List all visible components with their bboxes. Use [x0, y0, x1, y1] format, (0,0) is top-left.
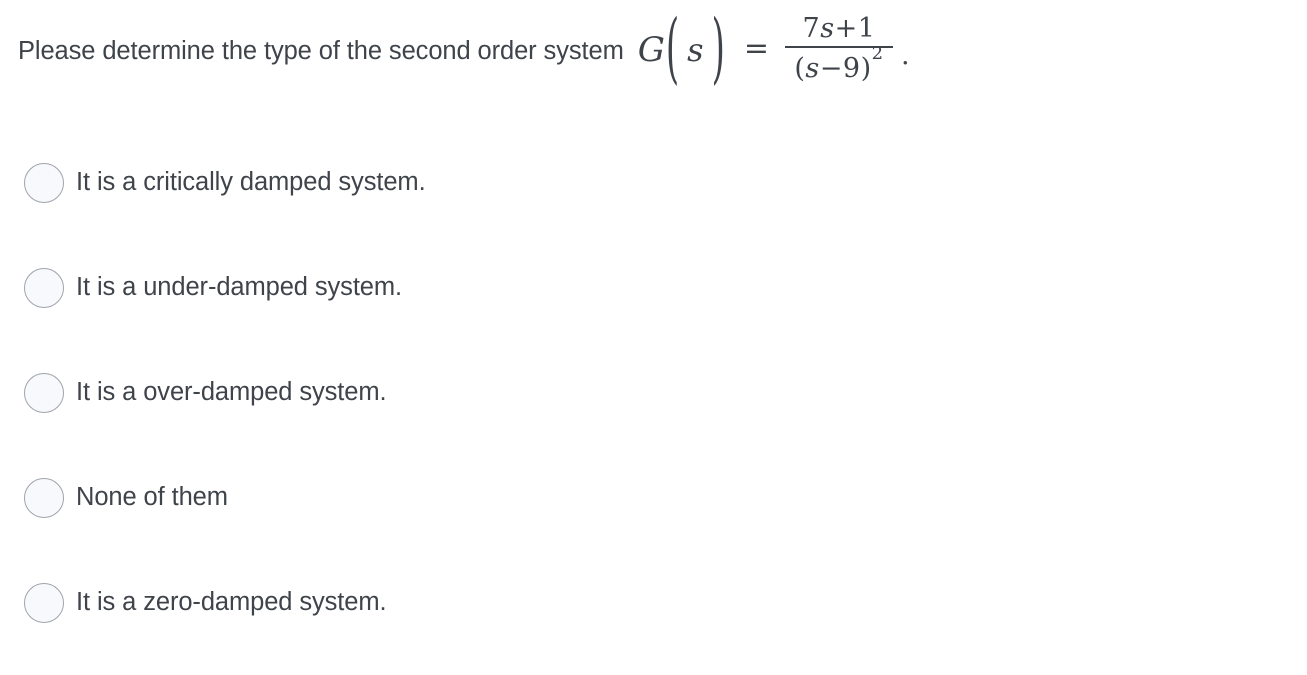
denominator-open-paren: ( — [794, 53, 806, 84]
question-block: Please determine the type of the second … — [18, 0, 1307, 110]
option-row-none-of-them[interactable]: None of them — [0, 445, 1307, 550]
option-row-under-damped[interactable]: It is a under-damped system. — [0, 235, 1307, 340]
formula-open-paren: ( — [665, 3, 680, 94]
formula-denominator: (s−9)2 — [788, 43, 889, 84]
formula-function-name: G — [637, 29, 665, 70]
numerator-plus: + — [834, 13, 858, 44]
answer-options-list: It is a critically damped system. It is … — [0, 130, 1307, 655]
formula-variable: s — [687, 30, 704, 69]
numerator-coefficient: 7 — [802, 13, 821, 44]
denominator-root: 9 — [842, 53, 861, 84]
fraction-bar — [784, 46, 893, 48]
denominator-minus: − — [819, 53, 843, 84]
radio-button-zero-damped[interactable] — [24, 582, 64, 623]
option-row-critically-damped[interactable]: It is a critically damped system. — [0, 130, 1307, 235]
option-label-none-of-them[interactable]: None of them — [76, 483, 228, 512]
formula-close-paren: ) — [711, 3, 725, 94]
radio-button-under-damped[interactable] — [24, 267, 64, 308]
formula-trailing-period: . — [900, 40, 910, 71]
option-label-over-damped[interactable]: It is a over-damped system. — [76, 378, 387, 407]
radio-button-over-damped[interactable] — [24, 372, 64, 413]
option-row-over-damped[interactable]: It is a over-damped system. — [0, 340, 1307, 445]
numerator-constant: 1 — [857, 13, 876, 44]
option-label-zero-damped[interactable]: It is a zero-damped system. — [76, 588, 387, 617]
option-row-zero-damped[interactable]: It is a zero-damped system. — [0, 550, 1307, 655]
option-label-under-damped[interactable]: It is a under-damped system. — [76, 273, 403, 302]
denominator-exponent: 2 — [871, 43, 884, 64]
formula-fraction: 7s+1 (s−9)2 — [784, 13, 893, 84]
numerator-variable: s — [820, 13, 835, 44]
question-row: Please determine the type of the second … — [18, 0, 910, 87]
formula-expression: G ( s ) = 7s+1 (s−9)2 . — [637, 10, 910, 87]
radio-button-none-of-them[interactable] — [24, 477, 64, 518]
question-text: Please determine the type of the second … — [18, 37, 624, 66]
radio-button-critically-damped[interactable] — [24, 162, 64, 203]
option-label-critically-damped[interactable]: It is a critically damped system. — [76, 168, 426, 197]
formula-equals-sign: = — [743, 31, 769, 66]
denominator-variable: s — [805, 53, 820, 84]
denominator-close-paren: ) — [860, 53, 872, 84]
formula-numerator: 7s+1 — [797, 13, 882, 46]
